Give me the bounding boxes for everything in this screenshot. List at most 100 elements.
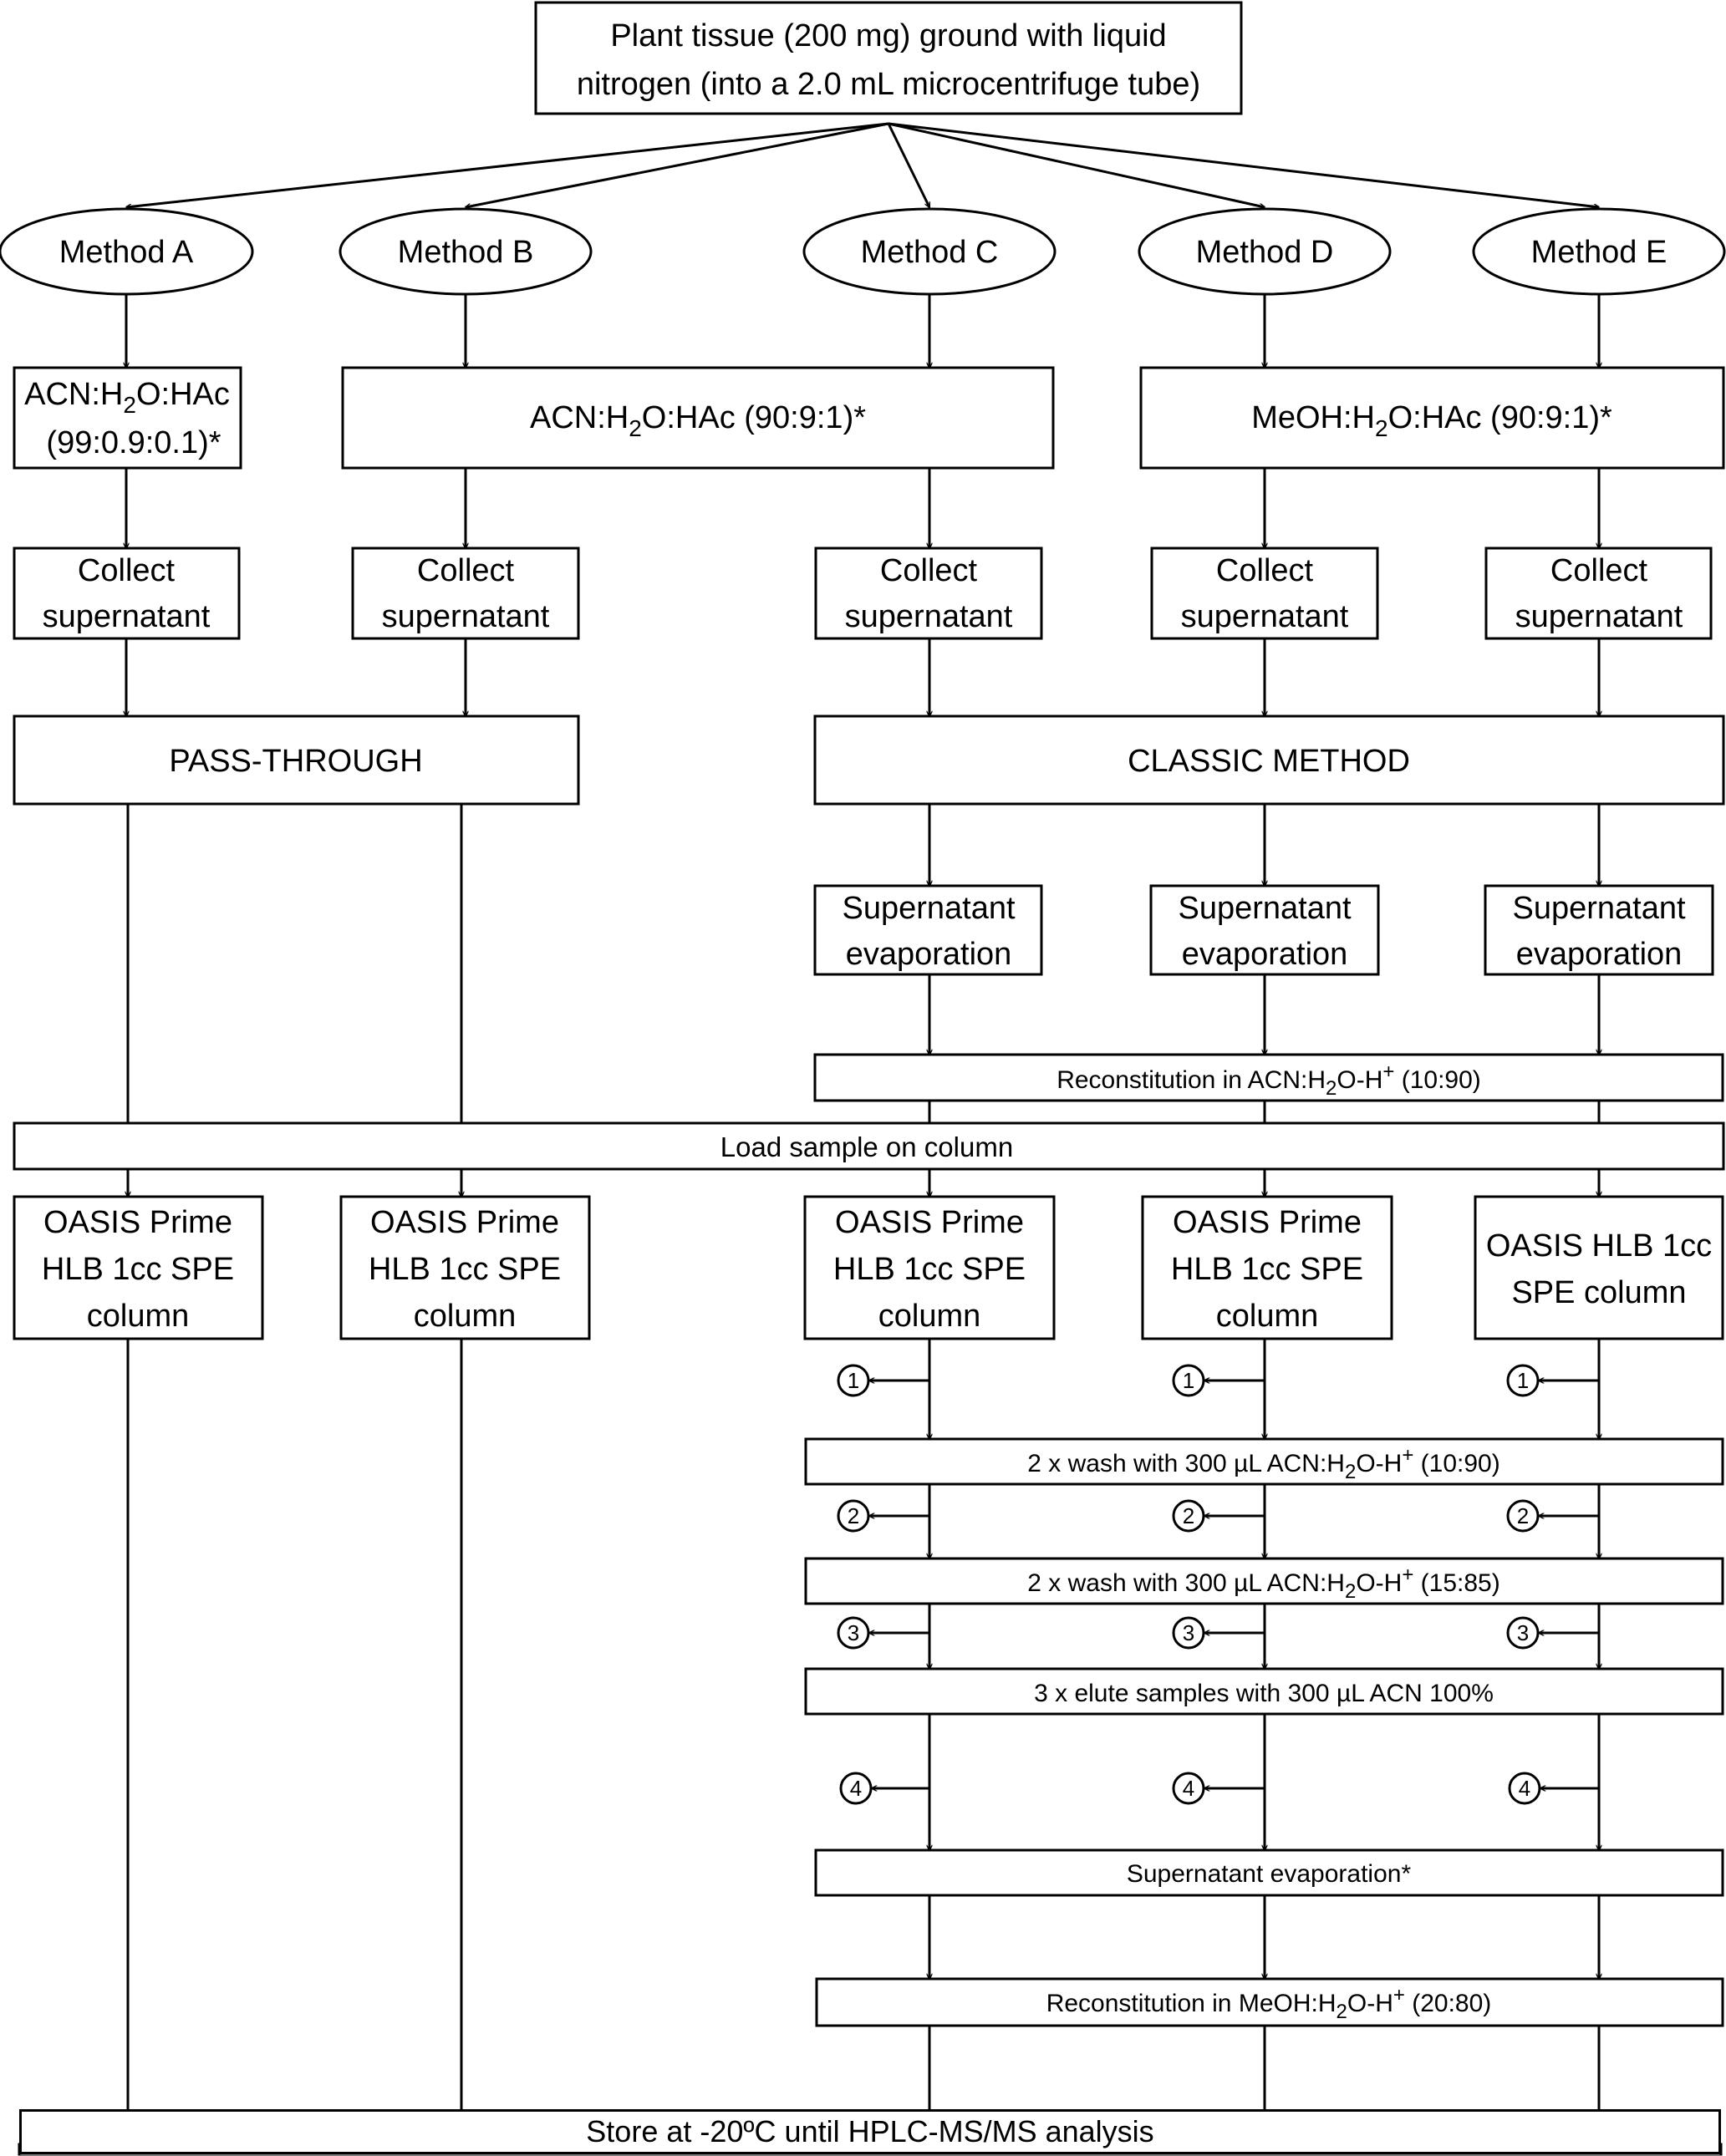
step-3-label-c: 3 bbox=[848, 1620, 859, 1645]
column-a-line2: HLB 1cc SPE bbox=[42, 1252, 234, 1287]
step-1-label-e: 1 bbox=[1517, 1368, 1529, 1393]
column-b-line2: HLB 1cc SPE bbox=[369, 1252, 561, 1287]
solvent-box-bc: ACN:H2O:HAc (90:9:1)* bbox=[341, 366, 1055, 470]
wash-box-2: 2 x wash with 300 µL ACN:H2O-H+ (15:85) bbox=[804, 1557, 1724, 1605]
column-a-line1: OASIS Prime bbox=[43, 1205, 232, 1240]
reconstitution-1-label: Reconstitution in ACN:H2O-H+ (10:90) bbox=[1056, 1060, 1481, 1100]
classic-method-label: CLASSIC METHOD bbox=[1128, 744, 1410, 779]
classic-method-box: CLASSIC METHOD bbox=[813, 714, 1725, 806]
fraction-side-arrows bbox=[869, 1381, 1599, 1788]
evap-box-c: Supernatant evaporation bbox=[813, 884, 1043, 976]
collect-to-process-arrows bbox=[126, 638, 1599, 716]
step-1-circle-e: 1 bbox=[1506, 1364, 1540, 1397]
method-e: Method E bbox=[1472, 207, 1726, 296]
final-evaporation-label: Supernatant evaporation* bbox=[1127, 1860, 1412, 1888]
solvent-bc-label: ACN:H2O:HAc (90:9:1)* bbox=[530, 400, 866, 441]
method-b-label: Method B bbox=[398, 235, 534, 270]
solvent-to-collect-arrows bbox=[126, 468, 1599, 548]
solvent-box-a: ACN:H2O:HAc (99:0.9:0.1)* bbox=[13, 366, 242, 470]
solvent-a-line1: ACN:H2O:HAc bbox=[24, 377, 230, 418]
step-2-circle-c: 2 bbox=[837, 1499, 870, 1533]
evap-box-d: Supernatant evaporation bbox=[1149, 884, 1380, 976]
step-2-circle-e: 2 bbox=[1506, 1499, 1540, 1533]
collect-box-a: Collect supernatant bbox=[13, 547, 241, 640]
step-3-circle-d: 3 bbox=[1172, 1616, 1205, 1650]
method-to-solvent-arrows bbox=[126, 294, 1599, 368]
step-4-circle-e: 4 bbox=[1508, 1772, 1541, 1805]
reconst-to-load-lines bbox=[928, 1101, 1601, 1123]
column-box-e: OASIS HLB 1cc SPE column bbox=[1474, 1195, 1724, 1340]
column-box-b: OASIS Prime HLB 1cc SPE column bbox=[339, 1195, 591, 1340]
collect-d-line2: supernatant bbox=[1181, 599, 1349, 634]
collect-a-line1: Collect bbox=[78, 553, 176, 588]
solvent-a-line2: (99:0.9:0.1)* bbox=[46, 425, 221, 460]
store-label: Store at -20ºC until HPLC-MS/MS analysis bbox=[586, 2114, 1154, 2148]
reconstitution-box-1: Reconstitution in ACN:H2O-H+ (10:90) bbox=[813, 1053, 1724, 1102]
evap-to-reconst-arrows bbox=[929, 974, 1599, 1055]
step-2-label-e: 2 bbox=[1517, 1503, 1529, 1528]
step-circles: 1 1 1 2 2 2 3 3 3 4 4 4 bbox=[837, 1364, 1541, 1805]
method-a: Method A bbox=[0, 207, 254, 296]
evap-box-e: Supernatant evaporation bbox=[1484, 884, 1714, 976]
step-4-label-c: 4 bbox=[850, 1776, 862, 1801]
classic-to-evap-arrows bbox=[929, 804, 1599, 886]
method-b: Method B bbox=[339, 207, 593, 296]
column-c-line1: OASIS Prime bbox=[835, 1205, 1024, 1240]
step-3-circle-e: 3 bbox=[1506, 1616, 1540, 1650]
column-e-line1: OASIS HLB 1cc bbox=[1486, 1228, 1712, 1264]
arrow-to-method-b bbox=[466, 122, 889, 207]
collect-b-line2: supernatant bbox=[382, 599, 550, 634]
pass-through-to-store-arrows bbox=[128, 1339, 461, 2144]
method-d-label: Method D bbox=[1196, 235, 1334, 270]
evap-d-line2: evaporation bbox=[1182, 937, 1348, 972]
method-a-label: Method A bbox=[59, 235, 194, 270]
load-to-column-arrows bbox=[128, 1169, 1599, 1197]
step-3-circle-c: 3 bbox=[837, 1616, 870, 1650]
elute-label: 3 x elute samples with 300 µL ACN 100% bbox=[1034, 1680, 1494, 1707]
solvent-box-de: MeOH:H2O:HAc (90:9:1)* bbox=[1139, 366, 1725, 470]
elute-box: 3 x elute samples with 300 µL ACN 100% bbox=[804, 1667, 1724, 1716]
step-1-label-d: 1 bbox=[1183, 1368, 1194, 1393]
arrow-to-method-d bbox=[888, 122, 1265, 207]
evap-d-line1: Supernatant bbox=[1178, 891, 1351, 926]
column-c-line3: column bbox=[878, 1299, 981, 1334]
wash-1-label: 2 x wash with 300 µL ACN:H2O-H+ (10:90) bbox=[1027, 1444, 1499, 1483]
column-e-line2: SPE column bbox=[1511, 1275, 1686, 1310]
step-4-label-e: 4 bbox=[1519, 1776, 1530, 1801]
column-b-line3: column bbox=[414, 1299, 517, 1334]
collect-d-line1: Collect bbox=[1216, 553, 1314, 588]
step-1-circle-d: 1 bbox=[1172, 1364, 1205, 1397]
step-1-label-c: 1 bbox=[848, 1368, 859, 1393]
column-box-c: OASIS Prime HLB 1cc SPE column bbox=[803, 1195, 1056, 1340]
collect-box-e: Collect supernatant bbox=[1484, 547, 1713, 640]
column-box-d: OASIS Prime HLB 1cc SPE column bbox=[1141, 1195, 1393, 1340]
method-d: Method D bbox=[1138, 207, 1392, 296]
collect-b-line1: Collect bbox=[417, 553, 515, 588]
arrow-to-method-a bbox=[126, 122, 889, 207]
step-2-circle-d: 2 bbox=[1172, 1499, 1205, 1533]
evap-e-line2: evaporation bbox=[1516, 937, 1683, 972]
start-line1: Plant tissue (200 mg) ground with liquid bbox=[610, 18, 1166, 53]
column-d-line1: OASIS Prime bbox=[1173, 1205, 1362, 1240]
collect-c-line2: supernatant bbox=[845, 599, 1013, 634]
column-d-line2: HLB 1cc SPE bbox=[1171, 1252, 1363, 1287]
final-evaporation-box: Supernatant evaporation* bbox=[814, 1848, 1724, 1897]
fan-out-arrows bbox=[126, 122, 1599, 207]
store-label-wrapper: Store at -20ºC until HPLC-MS/MS analysis bbox=[19, 2109, 1721, 2154]
collect-box-c: Collect supernatant bbox=[814, 547, 1043, 640]
column-d-line3: column bbox=[1216, 1299, 1319, 1334]
step-4-circle-c: 4 bbox=[839, 1772, 873, 1805]
step-4-circle-d: 4 bbox=[1172, 1772, 1205, 1805]
pass-through-box: PASS-THROUGH bbox=[13, 714, 580, 806]
method-e-label: Method E bbox=[1531, 235, 1667, 270]
wash-2-label: 2 x wash with 300 µL ACN:H2O-H+ (15:85) bbox=[1027, 1564, 1499, 1603]
collect-e-line1: Collect bbox=[1550, 553, 1648, 588]
arrow-to-method-c bbox=[887, 123, 931, 207]
solvent-de-label: MeOH:H2O:HAc (90:9:1)* bbox=[1251, 400, 1612, 441]
wash-box-1: 2 x wash with 300 µL ACN:H2O-H+ (10:90) bbox=[804, 1437, 1724, 1486]
start-box: Plant tissue (200 mg) ground with liquid… bbox=[534, 1, 1243, 115]
classic-flow-arrows bbox=[929, 1339, 1599, 2144]
step-2-label-c: 2 bbox=[848, 1503, 859, 1528]
method-c-label: Method C bbox=[861, 235, 999, 270]
